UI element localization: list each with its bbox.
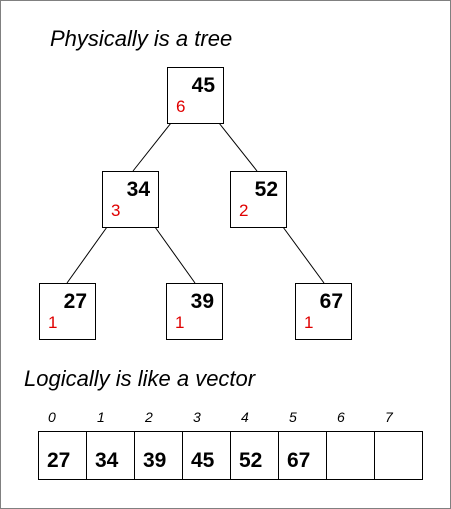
vector-cell-value: 27	[47, 449, 71, 472]
tree-node-52: 52 2	[230, 171, 287, 228]
vector-cell: 34	[86, 431, 135, 480]
node-value: 34	[126, 178, 150, 201]
vector-cell: 39	[134, 431, 183, 480]
vector-title: Logically is like a vector	[24, 366, 256, 391]
vector-index: 6	[337, 409, 345, 425]
node-count: 6	[176, 97, 186, 116]
edge-34-39	[154, 226, 196, 284]
vector-cell-value: 52	[239, 449, 263, 472]
vector-cell-value: 45	[191, 449, 215, 472]
vector-cell	[374, 431, 423, 480]
vector-cell	[326, 431, 375, 480]
vector-cell-value: 34	[95, 449, 119, 472]
vector-cell-value: 67	[287, 449, 311, 472]
node-value: 39	[190, 290, 214, 313]
edge-52-67	[282, 226, 325, 284]
vector-index: 3	[193, 409, 201, 425]
tree-node-67: 67 1	[295, 283, 352, 340]
vector-index: 4	[241, 409, 249, 425]
vector-index: 1	[97, 409, 105, 425]
node-count: 1	[48, 313, 58, 332]
vector-index: 5	[289, 409, 297, 425]
node-count: 1	[175, 313, 185, 332]
tree-node-45: 45 6	[167, 67, 224, 124]
vector-index: 7	[385, 409, 393, 425]
node-value: 27	[63, 290, 87, 313]
tree-node-27: 27 1	[39, 283, 96, 340]
vector-cell-value: 39	[143, 449, 167, 472]
vector-index: 0	[48, 409, 56, 425]
vector-cell: 67	[278, 431, 327, 480]
node-count: 1	[304, 313, 314, 332]
vector-cell: 27	[38, 431, 87, 480]
vector-cell: 45	[182, 431, 231, 480]
tree-node-34: 34 3	[102, 171, 159, 228]
tree-node-39: 39 1	[166, 283, 223, 340]
node-value: 52	[254, 178, 278, 201]
node-value: 67	[319, 290, 343, 313]
edge-45-52	[218, 122, 258, 172]
vector-index: 2	[145, 409, 153, 425]
node-count: 3	[111, 201, 121, 220]
vector-cell: 52	[230, 431, 279, 480]
edge-34-27	[66, 226, 108, 284]
node-value: 45	[191, 74, 215, 97]
tree-title: Physically is a tree	[50, 26, 233, 51]
node-count: 2	[239, 201, 249, 220]
edge-45-34	[132, 122, 172, 172]
